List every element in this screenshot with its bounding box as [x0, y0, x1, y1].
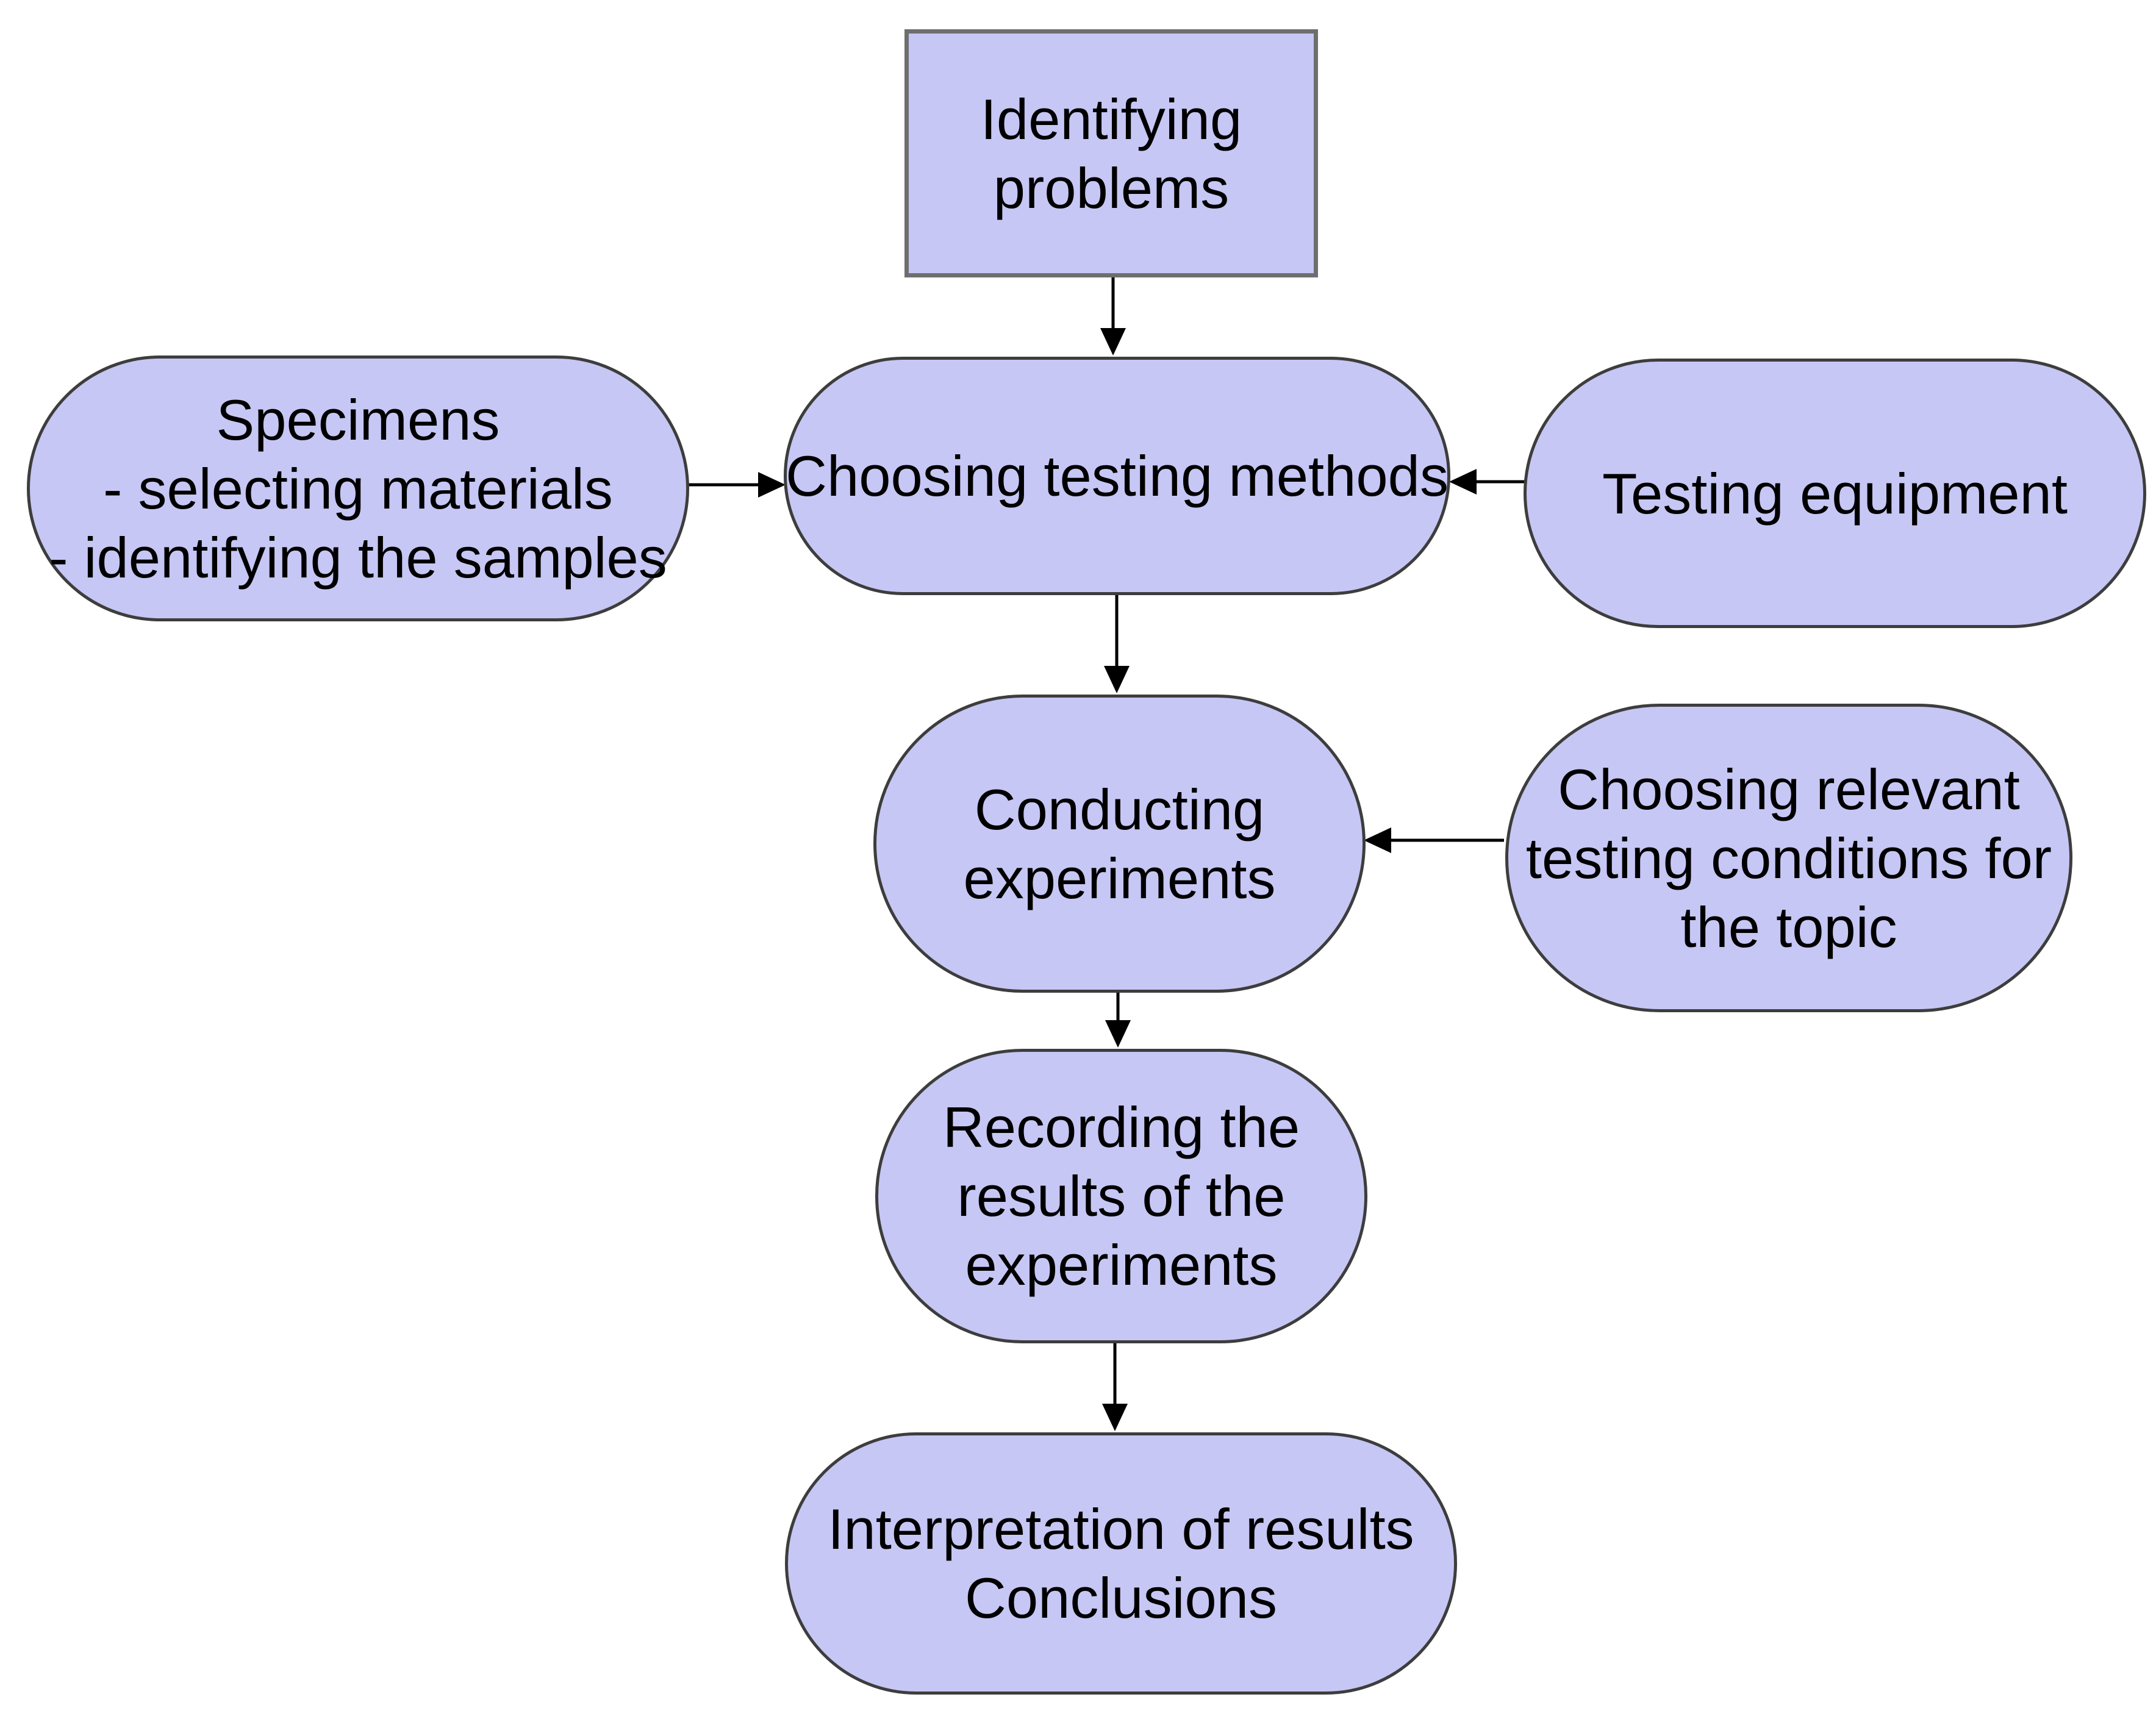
arrow-recording-to-interpretation — [1102, 1343, 1128, 1431]
node-label-line: results of the — [957, 1164, 1286, 1228]
node-label-line: Recording the — [942, 1095, 1300, 1159]
node-label-line: Specimens — [216, 387, 500, 452]
node-choosing-testing-methods: Choosing testing methods — [784, 357, 1450, 595]
arrow-identifying-to-choosing-methods — [1100, 277, 1126, 355]
node-label-line: Choosing testing methods — [786, 444, 1449, 508]
node-label-line: Choosing relevant — [1558, 757, 2020, 821]
node-testing-equipment: Testing equipment — [1524, 359, 2146, 628]
arrow-conducting-to-recording — [1105, 993, 1131, 1048]
node-label-line: - identifying the samples — [49, 525, 667, 590]
node-label-line: problems — [993, 155, 1230, 220]
arrow-specimens-to-choosing-methods — [688, 472, 786, 498]
node-identifying-problems: Identifying problems — [904, 29, 1318, 277]
node-label-line: experiments — [965, 1233, 1278, 1297]
node-label-line: Conclusions — [964, 1566, 1278, 1630]
node-label-line: Identifying — [980, 87, 1242, 151]
arrow-testing-equipment-to-choosing-methods — [1449, 469, 1525, 495]
node-label-line: - selecting materials — [103, 456, 613, 521]
node-choosing-relevant-conditions: Choosing relevant testing conditions for… — [1505, 704, 2072, 1012]
node-label-line: Conducting — [974, 777, 1265, 841]
arrow-choosing-relevant-to-conducting — [1364, 827, 1504, 853]
node-label-line: Testing equipment — [1602, 461, 2068, 526]
node-label-line: testing conditions for — [1525, 826, 2052, 890]
node-specimens: Specimens - selecting materials - identi… — [27, 355, 689, 621]
node-conducting-experiments: Conducting experiments — [873, 695, 1366, 993]
node-label-line: the topic — [1680, 895, 1897, 959]
node-label-line: experiments — [963, 846, 1276, 910]
node-recording-results: Recording the results of the experiments — [875, 1049, 1367, 1343]
arrow-choosing-methods-to-conducting — [1104, 595, 1130, 693]
node-label-line: Interpretation of results — [828, 1497, 1414, 1561]
node-interpretation-conclusions: Interpretation of results Conclusions — [785, 1432, 1457, 1695]
